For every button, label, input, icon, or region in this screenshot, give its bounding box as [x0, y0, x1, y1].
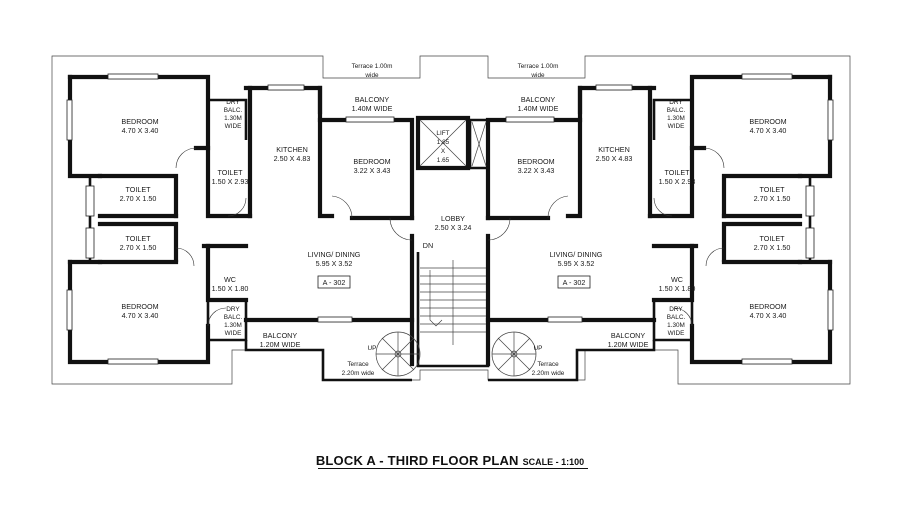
dry-balc-tr-1: DRY — [669, 99, 683, 106]
toilet-main-right-size: 1.50 X 2.93 — [659, 177, 696, 186]
dry-balc-bl-3: 1.30M — [224, 322, 242, 329]
bedroom-tr-size: 4.70 X 3.40 — [750, 126, 787, 135]
toilet-a-right-label: TOILET — [759, 185, 785, 194]
toilet-a-left-size: 2.70 X 1.50 — [120, 194, 157, 203]
wc-left-label: WC — [224, 275, 236, 284]
terrace-bottom-right-label: Terrace — [537, 361, 559, 368]
dry-balc-tl-3: 1.30M — [224, 115, 242, 122]
terrace-top-right-label: Terrace 1.00m — [518, 63, 559, 70]
dn-label: DN — [423, 241, 433, 250]
toilet-b-left-label: TOILET — [125, 234, 151, 243]
spiral-stair-right — [491, 331, 537, 377]
unit-tag-box-right — [557, 275, 591, 289]
dry-balc-tr-4: WIDE — [668, 123, 685, 130]
spiral-stair-left — [375, 331, 421, 377]
core-labels: LIFT 1.85 X 1.65 LOBBY 2.50 X 3.24 DN — [423, 130, 472, 250]
right-unit-labels: Terrace 1.00m wide BALCONY 1.40M WIDE BE… — [517, 63, 790, 377]
stair-treads — [420, 267, 486, 333]
windows-right — [505, 73, 834, 365]
bedroom-br-label: BEDROOM — [749, 302, 786, 311]
balcony-bottom-left-label: BALCONY — [263, 331, 298, 340]
dry-balc-bl-4: WIDE — [225, 330, 242, 337]
toilet-a-right-size: 2.70 X 1.50 — [754, 194, 791, 203]
kitchen-left-label: KITCHEN — [276, 145, 308, 154]
door-swings-right — [487, 147, 725, 327]
drawing-title-main: BLOCK A - THIRD FLOOR PLAN — [315, 453, 519, 468]
bedroom-bl-size: 4.70 X 3.40 — [122, 311, 159, 320]
living-right-size: 5.95 X 3.52 — [558, 259, 595, 268]
kitchen-right-size: 2.50 X 4.83 — [596, 154, 633, 163]
bedroom-center-right-size: 3.22 X 3.43 — [518, 166, 555, 175]
lift-dim-x: X — [441, 148, 446, 155]
wc-left-size: 1.50 X 1.80 — [212, 284, 249, 293]
core-walls — [415, 115, 490, 368]
dry-balc-br-2: BALC. — [667, 314, 686, 321]
living-left-size: 5.95 X 3.52 — [316, 259, 353, 268]
bedroom-center-left-size: 3.22 X 3.43 — [354, 166, 391, 175]
toilet-b-right-size: 2.70 X 1.50 — [754, 243, 791, 252]
toilet-b-left-size: 2.70 X 1.50 — [120, 243, 157, 252]
dry-balc-tr-2: BALC. — [667, 107, 686, 114]
toilet-main-left-size: 1.50 X 2.93 — [212, 177, 249, 186]
left-unit-labels: Terrace 1.00m wide BALCONY 1.40M WIDE BE… — [120, 63, 393, 377]
unit-tag-left: A - 302 — [323, 278, 346, 287]
terrace-top-left-label: Terrace 1.00m — [352, 63, 393, 70]
terrace-top-left-width: wide — [364, 72, 379, 79]
bedroom-tr-label: BEDROOM — [749, 117, 786, 126]
dry-balc-bl-2: BALC. — [224, 314, 243, 321]
windows-left — [66, 73, 395, 365]
terrace-bottom-right-size: 2.20m wide — [532, 370, 565, 377]
balcony-top-left-size: 1.40M WIDE — [352, 104, 393, 113]
lift-label: LIFT — [436, 130, 449, 137]
dry-balc-br-4: WIDE — [668, 330, 685, 337]
dry-balc-br-1: DRY — [669, 306, 683, 313]
bedroom-bl-label: BEDROOM — [121, 302, 158, 311]
kitchen-right-label: KITCHEN — [598, 145, 630, 154]
balcony-bottom-right-size: 1.20M WIDE — [608, 340, 649, 349]
lobby-label: LOBBY — [441, 214, 465, 223]
toilet-main-left-label: TOILET — [217, 168, 243, 177]
bedroom-center-left-label: BEDROOM — [353, 157, 390, 166]
balcony-top-right-size: 1.40M WIDE — [518, 104, 559, 113]
lobby-size: 2.50 X 3.24 — [435, 223, 472, 232]
drawing-scale: SCALE - 1:100 — [522, 457, 585, 467]
balcony-top-right-label: BALCONY — [521, 95, 556, 104]
terrace-bottom-left-label: Terrace — [347, 361, 369, 368]
terrace-bottom-left-size: 2.20m wide — [342, 370, 375, 377]
dry-balc-tr-3: 1.30M — [667, 115, 685, 122]
toilet-b-right-label: TOILET — [759, 234, 785, 243]
living-right-label: LIVING/ DINING — [550, 250, 603, 259]
lift-dim-1: 1.85 — [437, 139, 450, 146]
toilet-a-left-label: TOILET — [125, 185, 151, 194]
unit-tag-box-left — [317, 275, 351, 289]
dry-balc-tl-1: DRY — [226, 99, 240, 106]
bedroom-br-size: 4.70 X 3.40 — [750, 311, 787, 320]
up-right-label: UP — [534, 345, 543, 352]
dry-balc-br-3: 1.30M — [667, 322, 685, 329]
title-underline — [318, 468, 588, 470]
balcony-top-left-label: BALCONY — [355, 95, 390, 104]
unit-tag-right: A - 302 — [563, 278, 586, 287]
dry-balc-tl-4: WIDE — [225, 123, 242, 130]
bedroom-center-right-label: BEDROOM — [517, 157, 554, 166]
bedroom-tl-size: 4.70 X 3.40 — [122, 126, 159, 135]
balcony-bottom-right-label: BALCONY — [611, 331, 646, 340]
lift-dim-2: 1.65 — [437, 157, 450, 164]
wc-right-label: WC — [671, 275, 683, 284]
living-left-label: LIVING/ DINING — [308, 250, 361, 259]
dry-balc-tl-2: BALC. — [224, 107, 243, 114]
wc-right-size: 1.50 X 1.80 — [659, 284, 696, 293]
balcony-bottom-left-size: 1.20M WIDE — [260, 340, 301, 349]
terrace-top-right-width: wide — [530, 72, 545, 79]
dry-balc-bl-1: DRY — [226, 306, 240, 313]
bedroom-tl-label: BEDROOM — [121, 117, 158, 126]
kitchen-left-size: 2.50 X 4.83 — [274, 154, 311, 163]
toilet-main-right-label: TOILET — [664, 168, 690, 177]
up-left-label: UP — [368, 345, 377, 352]
door-swings-left — [175, 147, 413, 327]
